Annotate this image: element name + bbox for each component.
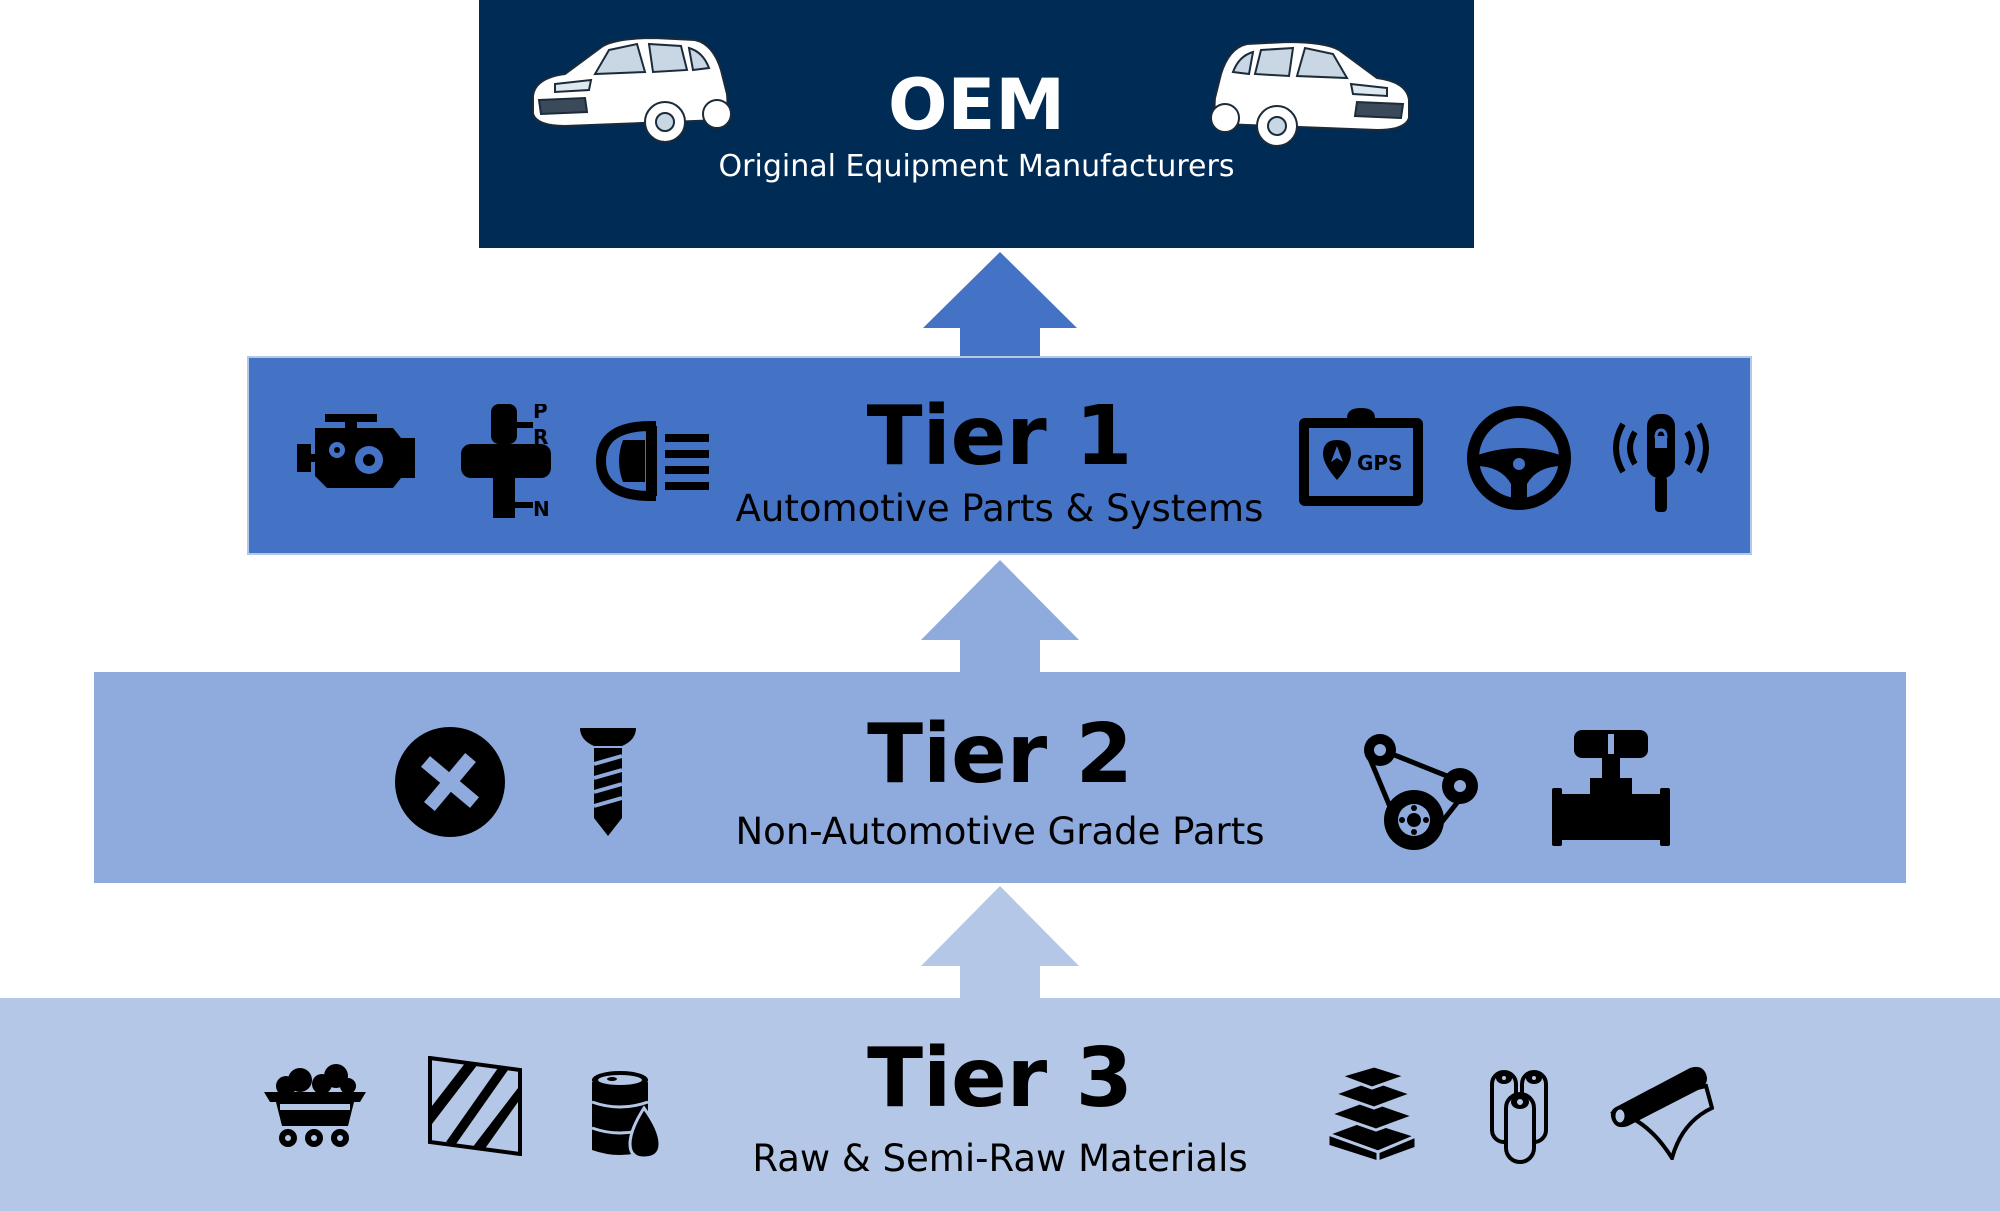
arrow-up-tier3-to-tier2 [921,886,1079,1000]
car-icon [532,36,732,143]
tier2-title: Tier 2 [867,707,1133,802]
steering-wheel-icon [1467,406,1571,510]
tier2-band: Tier 2 Non-Automotive Grade Parts [94,672,1906,883]
belt-pulley-icon [1364,734,1478,850]
car-key-icon [1613,414,1709,512]
oem-band: OEM Original Equipment Manufacturers [479,0,1474,248]
oem-subtitle: Original Equipment Manufacturers [718,149,1235,184]
gps-label: GPS [1357,451,1402,475]
engine-icon [297,414,415,488]
fabric-rolls-icon [1490,1070,1548,1164]
sheet-roll-icon [1610,1066,1714,1160]
tier3-subtitle: Raw & Semi-Raw Materials [752,1137,1248,1180]
tier1-band: P R N Tier 1 Automotive Parts & Systems … [247,356,1752,555]
car-icon [1210,40,1410,147]
tier3-title: Tier 3 [867,1031,1133,1126]
shifter-label-p: P [533,404,548,423]
ore-cart-icon [264,1064,366,1147]
glass-pane-icon [428,1056,522,1156]
gps-icon: GPS [1299,408,1423,506]
oil-barrel-icon [591,1071,662,1160]
shifter-label-n: N [533,497,550,518]
screw-icon [580,728,636,836]
headlight-icon [595,420,709,502]
arrow-up-tier1-to-oem [923,252,1077,360]
tier1-subtitle: Automotive Parts & Systems [735,487,1264,530]
oem-title: OEM [888,64,1065,146]
tier2-subtitle: Non-Automotive Grade Parts [735,810,1265,853]
arrow-up-tier2-to-tier1 [921,560,1079,674]
tier1-title: Tier 1 [866,389,1133,484]
shifter-label-r: R [533,425,548,449]
valve-icon [1552,730,1670,846]
tier3-band: Tier 3 Raw & Semi-Raw Materials [0,998,2000,1211]
screw-head-icon [395,727,505,837]
gear-shifter-icon: P R N [461,404,551,518]
metal-ingots-icon [1326,1066,1420,1162]
